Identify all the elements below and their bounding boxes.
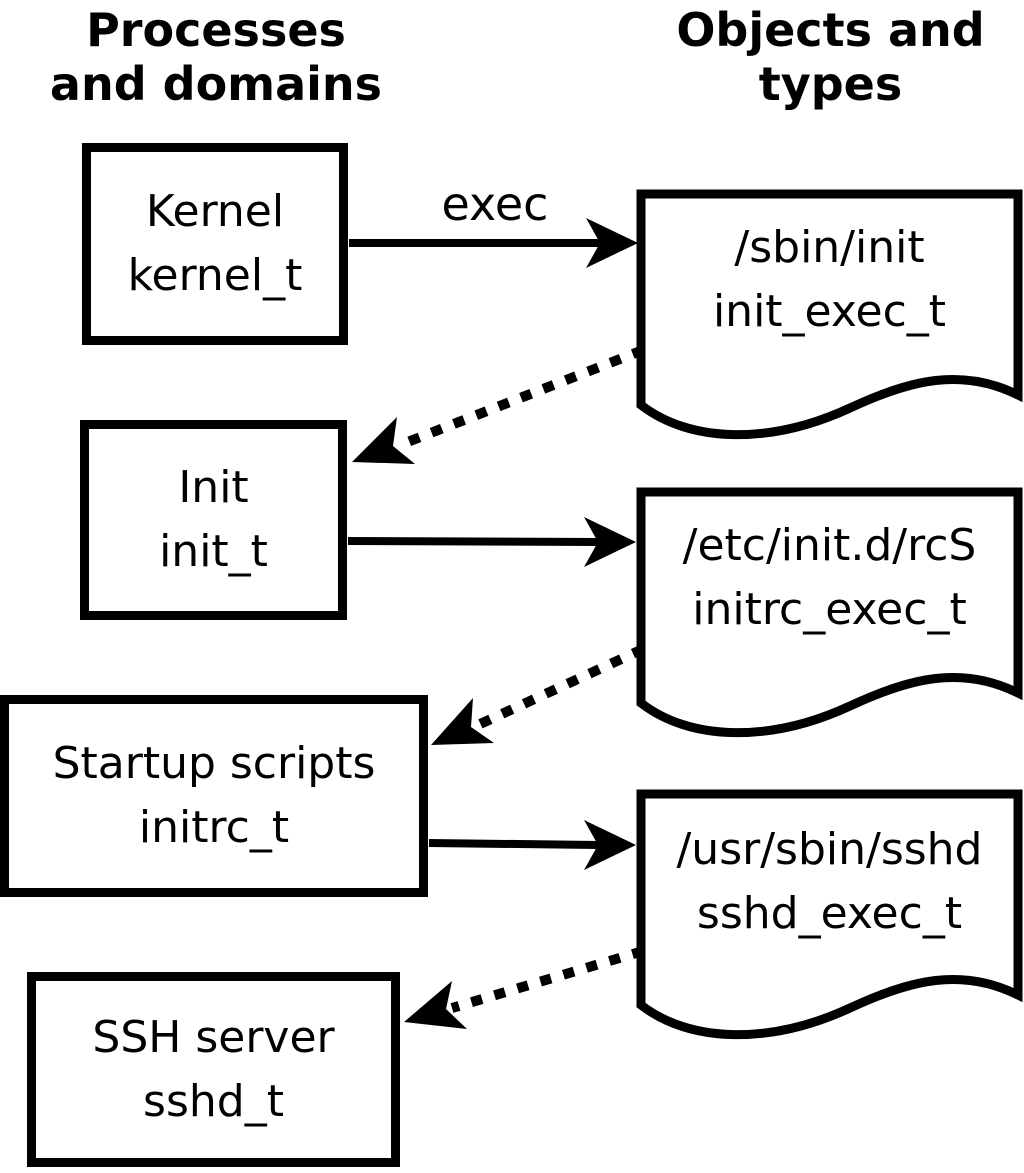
process-name: Startup scripts [52,738,376,789]
process-domain-type: kernel_t [127,250,303,301]
transition-arrow-sbin-init-to-init [352,345,645,464]
object-label-usr-sbin-sshd: /usr/sbin/sshd sshd_exec_t [641,818,1018,946]
object-label-sbin-init: /sbin/init init_exec_t [641,216,1018,344]
column-header-objects-line2: types [758,57,903,111]
exec-arrow-label: exec [441,177,549,231]
process-box-kernel: Kernel kernel_t [82,143,348,345]
process-box-startup-scripts: Startup scripts initrc_t [0,695,428,897]
exec-arrow-startup-to-sshd [428,820,636,870]
object-path: /usr/sbin/sshd [676,824,983,875]
object-label-etc-initd-rcs: /etc/init.d/rcS initrc_exec_t [641,514,1018,642]
column-header-processes-line2: and domains [49,57,383,111]
transition-arrow-rcs-to-startup [431,644,646,745]
process-name: SSH server [92,1011,335,1063]
column-header-processes: Processes and domains [0,3,432,111]
process-domain-type: sshd_t [143,1075,284,1127]
column-header-objects: Objects and types [637,3,1024,111]
process-domain-type: initrc_t [138,802,290,853]
object-type: sshd_exec_t [696,888,963,939]
process-name: Kernel [145,186,285,237]
object-type: initrc_exec_t [692,584,967,635]
object-path: /etc/init.d/rcS [682,520,977,571]
process-box-init: Init init_t [80,420,347,620]
object-type: init_exec_t [712,286,947,337]
object-path: /sbin/init [734,222,925,273]
column-header-objects-line1: Objects and [676,3,985,57]
exec-arrow-init-to-rcs [347,517,636,567]
process-domain-type: init_t [159,526,268,577]
process-name: Init [178,462,249,513]
transition-arrow-sshd-to-sshserver [404,946,645,1029]
column-header-processes-line1: Processes [86,3,346,57]
process-box-ssh-server: SSH server sshd_t [27,972,400,1167]
